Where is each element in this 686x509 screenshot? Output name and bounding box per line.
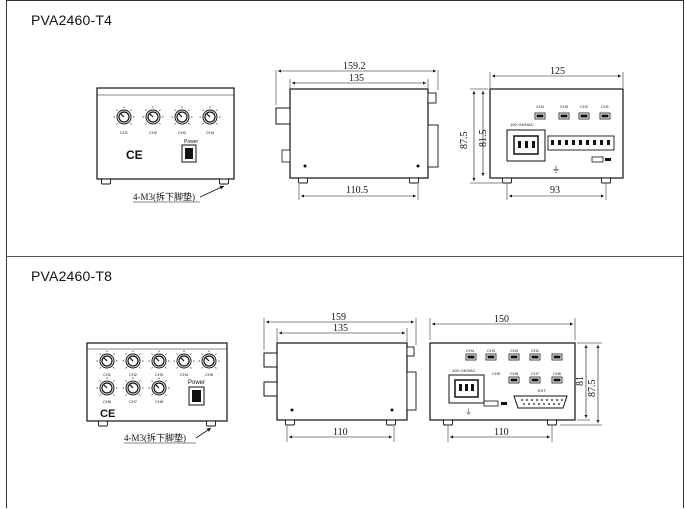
t4-front-ch2-label: CH2 <box>149 130 158 135</box>
t4-side-dim-bottom: 110.5 <box>346 185 368 196</box>
t8-front-ch4-label: CH4 <box>180 372 189 377</box>
section-divider <box>6 256 684 257</box>
t8-back-dim-width: 150 <box>494 314 509 325</box>
svg-text:⏚: ⏚ <box>465 408 472 416</box>
svg-text:CE: CE <box>100 408 115 420</box>
t4-front-foot-right <box>219 178 229 185</box>
t4-back-view: CH4 CH3 CH2 CH1 100~240VAC ⏚ 125 87.5 81… <box>459 66 624 200</box>
t8-back-ch2-label: CH2 <box>510 348 519 353</box>
t8-front-ch1-label: CH1 <box>103 372 112 377</box>
t4-back-ch4-label: CH4 <box>536 104 545 109</box>
t8-power-label: Power <box>188 380 205 386</box>
model-title-t8: PVA2460-T8 <box>31 268 113 284</box>
t8-back-ch4-label: CH4 <box>466 348 475 353</box>
t8-back-dim-height-inner: 81 <box>575 376 586 386</box>
t4-back-ch3-label: CH3 <box>560 104 569 109</box>
drawing-frame <box>6 0 684 508</box>
t4-power-label: Power <box>184 139 199 145</box>
model-title-t4: PVA2460-T4 <box>31 12 113 28</box>
t4-back-dim-height-outer: 87.5 <box>459 132 470 150</box>
t8-back-dim-height-outer: 87.5 <box>587 380 598 398</box>
t8-front-ch5-label: CH5 <box>205 372 214 377</box>
t8-side-view: 159 135 110 <box>263 312 417 442</box>
t8-side-dim-bottom: 110 <box>333 427 348 438</box>
t8-back-dim-bottom: 110 <box>494 427 509 438</box>
t4-side-dim-total: 159.2 <box>343 61 366 72</box>
t4-back-dim-bottom: 93 <box>550 185 560 196</box>
t8-back-ch6-label: CH6 <box>553 371 562 376</box>
t8-back-ch8-label: CH8 <box>510 371 519 376</box>
t4-back-dim-height-inner: 81.5 <box>478 130 489 148</box>
t4-back-ch2-label: CH2 <box>580 104 589 109</box>
t4-side-dim-body: 135 <box>349 73 364 84</box>
t4-front-foot-left <box>101 178 111 185</box>
t4-front-ch4-label: CH4 <box>206 130 215 135</box>
t8-back-ch7-label: CH7 <box>531 371 540 376</box>
t4-front-ch3-label: CH3 <box>178 130 187 135</box>
t4-back-ch1-label: CH1 <box>601 104 610 109</box>
t8-ac-label: 100~240VAC <box>452 368 476 373</box>
t8-front-ch2-label: CH2 <box>129 372 138 377</box>
t8-front-view: CH1 CH2 CH3 CH4 CH5 CH6 CH7 CH8 Power CE… <box>86 342 228 444</box>
t4-side-view: 159.2 135 110.5 <box>275 61 439 200</box>
t8-back-ch3-label: CH3 <box>487 348 496 353</box>
t4-ce-mark: CE <box>126 148 143 162</box>
t8-mount-note: 4-M3(拆下脚垫) <box>124 432 186 443</box>
t4-front-view: CH1 CH2 CH3 CH4 CE Power 4-M3(拆下脚垫) <box>96 87 235 203</box>
t8-side-dim-total: 159 <box>331 312 346 323</box>
t8-side-dim-body: 135 <box>333 323 348 334</box>
t4-front-ch1-label: CH1 <box>120 130 129 135</box>
t4-ground-icon: ⏚ <box>552 165 560 174</box>
t4-back-dim-width: 125 <box>550 66 565 77</box>
t8-front-ch8-label: CH8 <box>155 399 164 404</box>
t8-front-ch3-label: CH3 <box>155 372 164 377</box>
t8-front-ch7-label: CH7 <box>129 399 138 404</box>
t8-back-view: CH4 CH3 CH2 CH1 CH8 CH7 CH6 CH5 100~240V… <box>429 314 602 442</box>
t4-ac-label: 100~240VAC <box>510 122 534 127</box>
t8-ext-label: EXT <box>538 388 546 393</box>
t8-db25-port[interactable] <box>513 395 568 409</box>
t8-back-ch5-label: CH5 <box>492 371 501 376</box>
t8-front-ch6-label: CH6 <box>103 399 112 404</box>
t4-mount-note: 4-M3(拆下脚垫) <box>133 191 195 202</box>
t8-back-ch1-label: CH1 <box>531 348 540 353</box>
